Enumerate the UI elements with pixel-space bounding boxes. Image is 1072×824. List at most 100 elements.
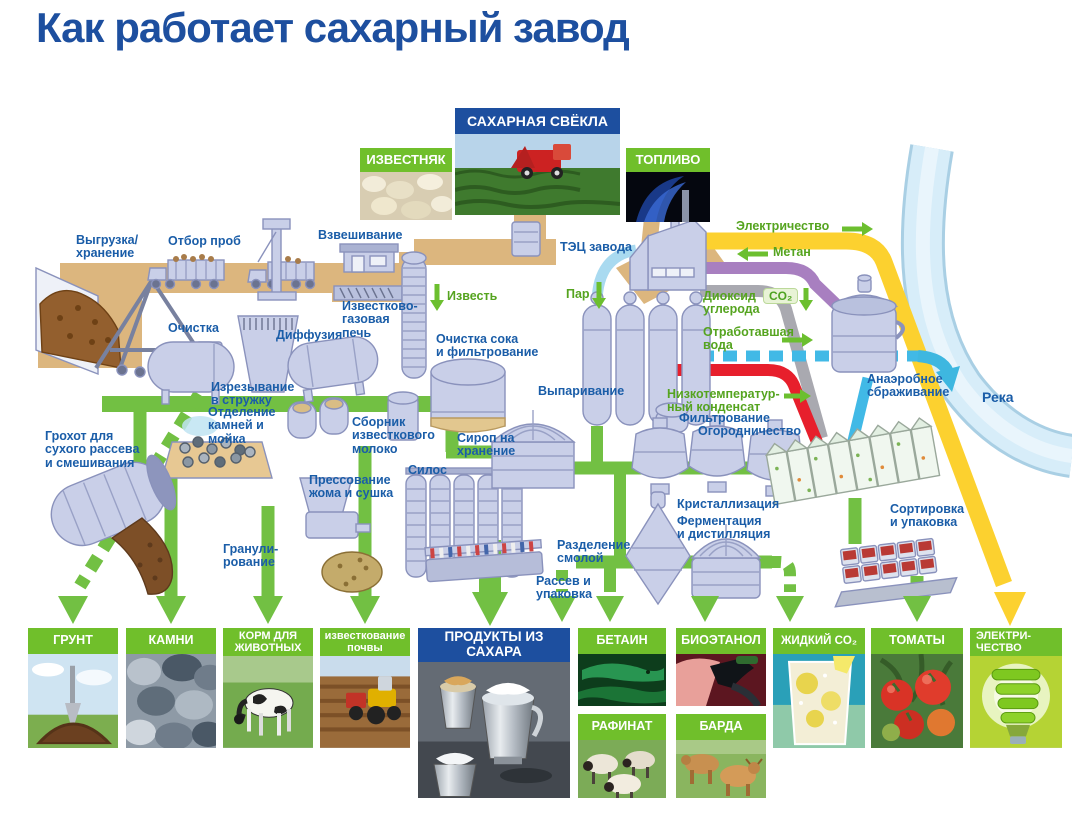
product-tomatoes-header: ТОМАТЫ bbox=[871, 628, 963, 654]
product-soil: ГРУНТ bbox=[28, 628, 118, 748]
product-feed-header: КОРМ ДЛЯ ЖИВОТНЫХ bbox=[223, 628, 313, 657]
flow-arrows bbox=[430, 222, 873, 403]
product-raffinate-header: РАФИНАТ bbox=[578, 714, 666, 740]
fermentation-cone bbox=[625, 491, 691, 606]
label-sorting-packing: Сортировка и упаковка bbox=[890, 502, 965, 530]
label-filtration: Фильтрование bbox=[679, 411, 770, 425]
label-lime-kiln: Известково- газовая печь bbox=[342, 299, 418, 340]
label-waste-water-flow: Отработавшая вода bbox=[703, 325, 794, 353]
juice-tank bbox=[430, 358, 506, 433]
label-granulation: Гранули- рование bbox=[223, 542, 279, 570]
product-stones-header: КАМНИ bbox=[126, 628, 216, 654]
distillation-dome bbox=[690, 524, 762, 599]
label-lime-flow: Известь bbox=[447, 289, 498, 303]
lime-kiln bbox=[387, 251, 427, 441]
label-chp: ТЭЦ завода bbox=[560, 240, 633, 254]
chp-plant bbox=[629, 205, 707, 291]
electricity-pipe bbox=[700, 232, 1012, 587]
label-resin-separation: Разделение смолой bbox=[557, 538, 631, 566]
label-unload: Выгрузка/ хранение bbox=[76, 233, 139, 261]
product-sugar: ПРОДУКТЫ ИЗ САХАРА bbox=[418, 628, 570, 798]
product-stillage: БАРДА bbox=[676, 714, 766, 798]
co2-badge: CO₂ bbox=[763, 288, 799, 304]
input-beet: САХАРНАЯ СВЁКЛА bbox=[455, 108, 620, 215]
product-feed: КОРМ ДЛЯ ЖИВОТНЫХ bbox=[223, 628, 313, 748]
diffusion-drum bbox=[287, 336, 379, 403]
lime-milk-collectors bbox=[287, 397, 349, 439]
photo-stones bbox=[126, 654, 216, 748]
label-river: Река bbox=[982, 389, 1014, 405]
label-juice-cleaning: Очистка сока и фильтрование bbox=[436, 332, 539, 360]
sampling-crane bbox=[257, 218, 297, 301]
product-stillage-header: БАРДА bbox=[676, 714, 766, 740]
input-fuel: ТОПЛИВО bbox=[626, 148, 710, 222]
photo-betaine bbox=[578, 654, 666, 706]
photo-lemonade bbox=[773, 654, 865, 748]
label-co2-flow: Диоксид углерода bbox=[703, 289, 760, 317]
truck-1 bbox=[147, 254, 225, 290]
label-syrup: Сироп на хранение bbox=[457, 431, 516, 459]
slicing-chute bbox=[237, 315, 299, 393]
product-sugar-header: ПРОДУКТЫ ИЗ САХАРА bbox=[418, 628, 570, 662]
label-methane-flow: Метан bbox=[773, 245, 811, 259]
label-anaerobic: Анаэробное сбраживание bbox=[867, 372, 950, 400]
photo-cattle bbox=[676, 740, 766, 798]
evaporator bbox=[490, 410, 576, 489]
equipment bbox=[35, 205, 958, 608]
input-beet-header: САХАРНАЯ СВЁКЛА bbox=[455, 108, 620, 134]
label-crystallization: Кристаллизация bbox=[677, 497, 780, 511]
methane-pipe bbox=[700, 262, 845, 313]
product-tomatoes: ТОМАТЫ bbox=[871, 628, 963, 748]
label-sieve-drum: Грохот для сухого рассева и смешивания bbox=[45, 429, 140, 470]
greenhouses bbox=[764, 417, 941, 506]
page-title: Как работает сахарный завод bbox=[36, 4, 630, 51]
product-electricity: ЭЛЕКТРИ- ЧЕСТВО bbox=[970, 628, 1062, 748]
photo-cfl-bulb bbox=[970, 656, 1062, 748]
input-fuel-header: ТОПЛИВО bbox=[626, 148, 710, 172]
label-lime-milk: Сборник известкового молоко bbox=[352, 415, 435, 456]
label-steam-flow: Пар bbox=[566, 287, 590, 301]
product-bioethanol-header: БИОЭТАНОЛ bbox=[676, 628, 766, 654]
product-liquid-co2-header: ЖИДКИЙ CO₂ bbox=[773, 628, 865, 654]
product-liming-header: известкование почвы bbox=[320, 628, 410, 657]
anaerobic-digester bbox=[829, 274, 905, 373]
label-stone-removal: Отделение камней и мойка bbox=[208, 405, 276, 446]
photo-limestone bbox=[360, 172, 452, 220]
label-slicing: Изрезывание в стружку bbox=[211, 380, 295, 408]
label-sampling: Отбор проб bbox=[168, 234, 241, 248]
utility-pipes bbox=[591, 232, 1012, 587]
label-silo: Силос bbox=[408, 463, 447, 477]
label-sieving-packing: Рассев и упаковка bbox=[536, 574, 593, 602]
photo-beet-field bbox=[455, 134, 620, 215]
label-fermentation: Ферментация и дистилляция bbox=[677, 514, 771, 542]
sieve-drum bbox=[50, 454, 177, 595]
label-diffusion: Диффузия bbox=[276, 328, 343, 342]
stone-wash bbox=[161, 416, 273, 479]
label-condensate-flow: Низкотемператур- ный конденсат bbox=[667, 387, 780, 415]
product-liquid-co2: ЖИДКИЙ CO₂ bbox=[773, 628, 865, 748]
product-betaine-header: БЕТАИН bbox=[578, 628, 666, 654]
photo-sugar-pitchers bbox=[418, 661, 570, 798]
label-electricity-flow: Электричество bbox=[736, 219, 830, 233]
product-arrows bbox=[58, 592, 1026, 626]
photo-cow bbox=[223, 656, 313, 748]
product-bioethanol: БИОЭТАНОЛ bbox=[676, 628, 766, 706]
pulp-press bbox=[299, 477, 383, 593]
product-raffinate: РАФИНАТ bbox=[578, 714, 666, 798]
weighing-station bbox=[333, 243, 403, 301]
condensate-pipe bbox=[660, 364, 823, 445]
photo-soil bbox=[28, 654, 118, 748]
label-weighing: Взвешивание bbox=[318, 228, 403, 242]
photo-bioethanol bbox=[676, 654, 766, 706]
input-limestone: ИЗВЕСТНЯК bbox=[360, 148, 452, 220]
product-betaine: БЕТАИН bbox=[578, 628, 666, 706]
product-liming: известкование почвы bbox=[320, 628, 410, 748]
photo-sheep bbox=[578, 740, 666, 798]
product-stones: КАМНИ bbox=[126, 628, 216, 748]
label-gardening: Огородничество bbox=[698, 424, 801, 438]
label-cleaning: Очистка bbox=[168, 321, 219, 335]
label-pulp-press: Прессование жома и сушка bbox=[309, 473, 394, 501]
product-electricity-header: ЭЛЕКТРИ- ЧЕСТВО bbox=[970, 628, 1062, 657]
